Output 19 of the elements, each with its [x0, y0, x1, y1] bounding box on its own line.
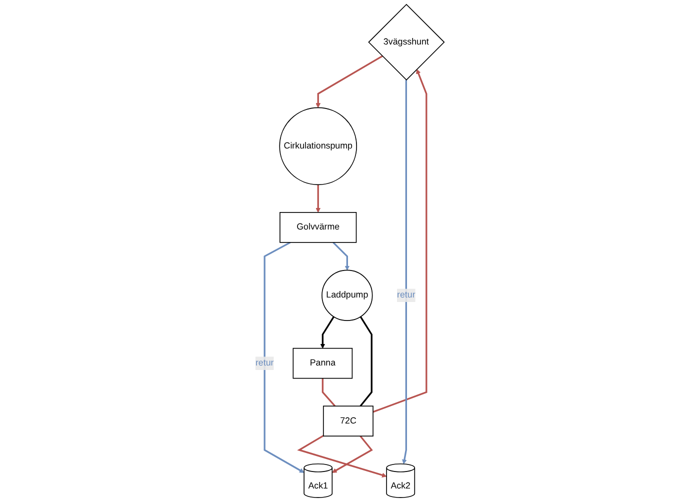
arrow	[316, 184, 321, 213]
node-box: 72C	[323, 406, 374, 437]
connector	[322, 378, 336, 407]
arrow	[332, 436, 374, 473]
node-box: Panna	[292, 348, 353, 379]
node-box: Golvvärme	[280, 212, 357, 243]
arrow	[320, 316, 335, 349]
arrow	[297, 435, 387, 478]
arrow	[372, 69, 428, 413]
node-circle: Cirkulationspump	[279, 107, 358, 186]
edge-label: retur	[256, 358, 274, 368]
connector	[360, 316, 373, 407]
edge-label: retur	[397, 290, 416, 300]
arrow	[264, 242, 304, 473]
arrow	[402, 80, 408, 464]
node-diamond: 3vägsshunt	[368, 4, 445, 80]
node-circle: Laddpump	[322, 270, 373, 321]
arrow	[332, 242, 350, 270]
arrow	[316, 55, 383, 108]
